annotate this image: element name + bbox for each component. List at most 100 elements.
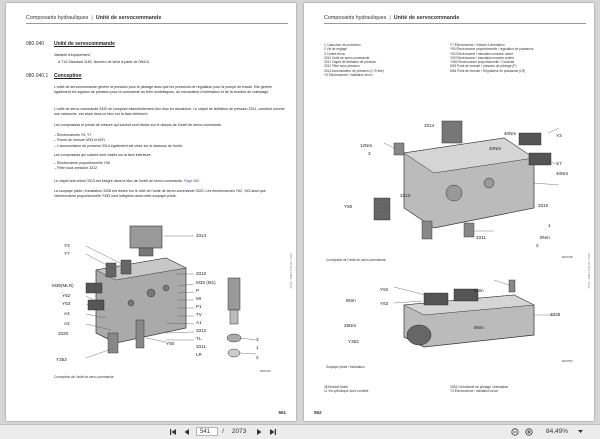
header-section: Composants hydrauliques — [324, 15, 387, 21]
label-y353: Y353 — [348, 339, 359, 344]
zoom-out-icon — [511, 427, 519, 436]
label-y63: Y63 — [380, 301, 389, 306]
document-page-right: Composants hydrauliques|Unité de servoco… — [304, 3, 594, 421]
label-8nm: 8Nm — [540, 235, 550, 240]
label-3314: 3314 — [424, 123, 435, 128]
label-3310: 3310 — [196, 271, 207, 276]
page-number: 562 — [314, 410, 322, 415]
bullet-list: Électrovannes Y3, Y7 Points de mesure M3… — [54, 133, 286, 149]
exploded-view-figure — [373, 120, 560, 240]
previous-page-button[interactable] — [182, 426, 192, 437]
zoom-in-button[interactable] — [524, 426, 534, 437]
label-40nm-c: 40Nm — [556, 171, 569, 176]
list-item: Y62 Électrovanne / translation marche av… — [450, 51, 513, 56]
label-p1: P1 — [196, 304, 202, 309]
list-item: 2 Vis de réglage — [324, 47, 347, 52]
label-y7: Y7 — [64, 251, 70, 256]
label-12nm: 12Nm — [360, 143, 373, 148]
label-3320: 3320 — [58, 331, 69, 336]
list-item: Points de mesure M33 et M3Y — [54, 138, 286, 143]
legend-list-bottom-left: 36 Bracket Motel 11 Vis cylindrique avec… — [324, 385, 446, 394]
paragraph-text: Le clapet anti-retour 3313 est intégré d… — [54, 179, 183, 183]
zoom-dropdown[interactable] — [576, 426, 584, 437]
label-40nm-b: 40Nm — [489, 146, 502, 151]
list-item: 36 Bracket Motel — [324, 385, 348, 389]
header-title: Unité de servocommande — [95, 15, 162, 21]
paragraph: La soupape pilote / translation 3328 est… — [54, 189, 266, 198]
label-m33: M33 (M1) — [196, 280, 216, 285]
section-number: 080.040 — [26, 41, 45, 47]
page-number-input[interactable]: 541 — [196, 427, 218, 436]
page-header: Composants hydrauliques|Unité de servoco… — [26, 15, 288, 24]
paragraph: Le clapet anti-retour 3313 est intégré d… — [54, 179, 286, 184]
label-y62: Y62 — [380, 287, 389, 292]
page-total: 2073 — [231, 428, 247, 435]
figure-code: MA0743 — [260, 369, 271, 373]
last-page-button[interactable] — [268, 426, 278, 437]
list-item: 3310 Unité de servo-commande — [324, 55, 370, 60]
label-2: 2 — [536, 243, 539, 248]
label-3312: 3312 — [196, 328, 207, 333]
list-item: Électrovannes Y3, Y7 — [54, 133, 286, 138]
label-m36: M36(MLR) — [52, 283, 74, 288]
list-item: 11 Vis cylindrique avec rondelle — [324, 389, 369, 394]
label-tv: TV — [196, 312, 202, 317]
label-3311: 3311 — [476, 235, 486, 240]
paragraph: Les composants et points de mesure qui s… — [54, 123, 222, 127]
zoom-level[interactable]: 84,49% — [545, 428, 569, 435]
legend-list-left: 1 Capuchon de protection 2 Vis de réglag… — [324, 43, 446, 77]
list-item: 3 Contre-écrou — [324, 51, 346, 56]
label-p: P — [196, 288, 200, 293]
list-item: Y7 Électrovanne / Vitesse d'orientation — [450, 43, 505, 47]
label-a4: A4 — [64, 311, 70, 316]
side-reference: A714 - 8003.1.84.01 / 0.03 — [289, 253, 293, 289]
figure-caption: Soupape pilote / translation — [326, 365, 365, 369]
list-item: Y3 Électrovanne / validation servo — [450, 389, 499, 394]
page-number: 561 — [278, 410, 286, 415]
first-page-button[interactable] — [168, 426, 178, 437]
label-1: 1 — [548, 223, 551, 228]
page-link[interactable]: Page 562 — [183, 179, 200, 183]
list-item: L'accumulateur de pression 3314 égalemen… — [54, 144, 286, 149]
first-page-icon — [170, 428, 176, 435]
label-y50: Y50 — [166, 341, 175, 346]
zoom-in-icon — [525, 427, 533, 436]
chevron-down-icon — [577, 430, 583, 433]
list-item: 3311 Clapet de limitation de pression — [324, 60, 377, 65]
label-y63: Y63 — [62, 301, 71, 306]
page-separator: / — [222, 428, 224, 435]
previous-page-icon — [184, 428, 189, 435]
pilot-valve-figure — [393, 279, 554, 348]
list-item: Filtre sous pression 3312 — [54, 166, 286, 171]
list-item: Y63 Électrovanne / translation marche ar… — [450, 55, 515, 60]
list-item: Y353 Électrovanne proportionnelle / Cond… — [450, 60, 515, 65]
paragraph: L'unité de servocommande génère la press… — [54, 85, 273, 94]
zoom-out-button[interactable] — [510, 426, 520, 437]
next-page-button[interactable] — [254, 426, 264, 437]
label-40nm-a: 40Nm — [504, 131, 517, 136]
label-y7: Y7 — [556, 161, 562, 166]
variant-label: Variante d'équipement : — [54, 53, 92, 57]
subsection-number: 080.040.1 — [26, 73, 49, 79]
servo-unit-figure — [85, 225, 257, 359]
label-3328: 3328 — [550, 312, 561, 317]
label-3311: 3311 — [196, 344, 206, 349]
label-a2: A2 — [64, 321, 70, 326]
label-y353: Y353 — [56, 357, 67, 362]
viewer-toolbar: 541 / 2073 84,49% — [0, 424, 600, 439]
label-tl: TL — [196, 336, 202, 341]
figure-caption: Conception de l'unité de servo-commande — [54, 375, 114, 379]
list-item: 1 Capuchon de protection — [324, 43, 361, 47]
paragraph: Les composants qui suivent sont vissés s… — [54, 153, 152, 157]
label-mi: MI — [196, 296, 202, 301]
page-header: Composants hydrauliques|Unité de servoco… — [324, 15, 586, 24]
figure-code: MA0763 — [562, 359, 573, 363]
last-page-icon — [270, 428, 276, 435]
label-3310: 3310 — [538, 203, 549, 208]
next-page-icon — [257, 428, 262, 435]
label-8nm-a: 8Nm — [346, 298, 356, 303]
label-25nm: 25Nm — [344, 323, 357, 328]
list-item: Y3 Électrovanne / Validation servo — [324, 73, 373, 78]
figure-caption: Conception de l'unité de servo-commande — [326, 258, 386, 262]
